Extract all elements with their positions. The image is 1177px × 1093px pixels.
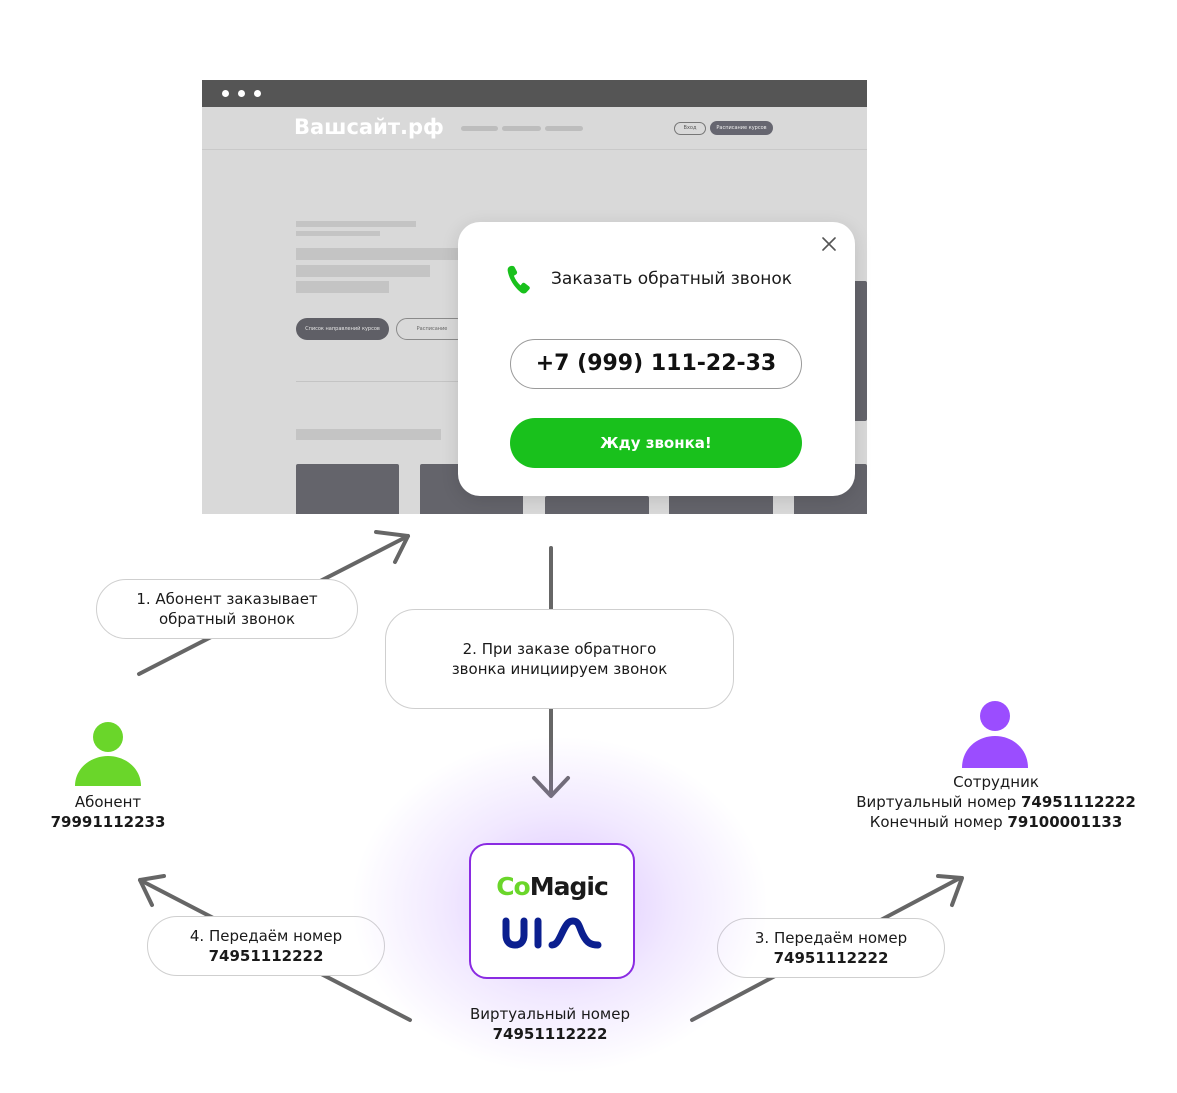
- text-placeholder: [296, 231, 380, 236]
- arrow-step1-head: [374, 530, 410, 564]
- step3-bubble: 3. Передаём номер 74951112222: [717, 918, 945, 978]
- subscriber-title: Абонент: [74, 793, 142, 811]
- employee-final-number: 79100001133: [1007, 813, 1123, 831]
- arrow-step2-head: [532, 776, 570, 798]
- employee-virtual-number: 74951112222: [1020, 793, 1136, 811]
- step2-bubble: 2. При заказе обратного звонка инициируе…: [385, 609, 734, 709]
- schedule-button[interactable]: Расписание курсов: [710, 121, 773, 135]
- subscriber-number: 79991112233: [50, 813, 166, 831]
- window-dot: [222, 90, 229, 97]
- phone-input[interactable]: +7 (999) 111-22-33: [510, 339, 802, 389]
- step4-number: 74951112222: [208, 947, 324, 965]
- heading-placeholder: [296, 265, 430, 277]
- employee-virtual-row: Виртуальный номер 74951112222: [846, 792, 1146, 812]
- nav-link-placeholder: [461, 126, 498, 131]
- employee-title: Сотрудник: [953, 773, 1039, 791]
- site-title[interactable]: Вашсайт.рф: [294, 115, 444, 139]
- courses-list-button[interactable]: Список направлений курсов: [296, 318, 389, 340]
- step1-bubble: 1. Абонент заказывает обратный звонок: [96, 579, 358, 639]
- employee-final-row: Конечный номер 79100001133: [846, 812, 1146, 832]
- uis-logo-icon: [502, 917, 602, 949]
- window-dot: [254, 90, 261, 97]
- employee-label: Сотрудник Виртуальный номер 74951112222 …: [846, 772, 1146, 832]
- callback-popup: Заказать обратный звонок +7 (999) 111-22…: [458, 222, 855, 496]
- comagic-co: Co: [496, 872, 531, 901]
- step2-line2: звонка инициируем звонок: [451, 660, 668, 678]
- subscriber-icon: [75, 722, 141, 786]
- heading-placeholder: [296, 248, 466, 260]
- step2-line1: 2. При заказе обратного: [462, 640, 657, 658]
- course-card: [296, 464, 399, 514]
- comagic-magic: Magic: [529, 872, 609, 901]
- step4-line1: 4. Передаём номер: [189, 927, 343, 945]
- nav-link-placeholder: [502, 126, 541, 131]
- site-header: Вашсайт.рф Вход Расписание курсов: [202, 107, 867, 150]
- step3-line1: 3. Передаём номер: [754, 929, 908, 947]
- arrow-step3-head: [936, 874, 964, 907]
- step3-number: 74951112222: [773, 949, 889, 967]
- popup-title: Заказать обратный звонок: [551, 269, 793, 289]
- step1-line1: 1. Абонент заказывает: [136, 590, 318, 608]
- request-call-button[interactable]: Жду звонка!: [510, 418, 802, 468]
- step4-bubble: 4. Передаём номер 74951112222: [147, 916, 385, 976]
- phone-icon: [507, 265, 530, 294]
- window-dot: [238, 90, 245, 97]
- text-placeholder: [296, 221, 416, 227]
- platform-logo: CoMagic uis: [469, 843, 635, 979]
- center-virtual-label: Виртуальный номер: [469, 1005, 630, 1023]
- employee-icon: [962, 701, 1028, 768]
- heading-placeholder: [296, 281, 389, 293]
- employee-final-label: Конечный номер: [869, 813, 1003, 831]
- employee-virtual-label: Виртуальный номер: [856, 793, 1017, 811]
- course-card: [545, 496, 649, 514]
- nav-link-placeholder: [545, 126, 583, 131]
- section-heading-placeholder: [296, 429, 441, 440]
- subscriber-label: Абонент 79991112233: [28, 792, 188, 832]
- comagic-text: CoMagic: [496, 872, 609, 901]
- browser-title-bar: [202, 80, 867, 107]
- center-label: Виртуальный номер 74951112222: [420, 1004, 680, 1044]
- login-button[interactable]: Вход: [674, 122, 706, 135]
- center-virtual-number: 74951112222: [492, 1025, 608, 1043]
- step1-line2: обратный звонок: [158, 610, 296, 628]
- close-icon[interactable]: [822, 237, 836, 251]
- comagic-logo: CoMagic: [471, 872, 633, 901]
- arrow-step4-head: [138, 874, 166, 907]
